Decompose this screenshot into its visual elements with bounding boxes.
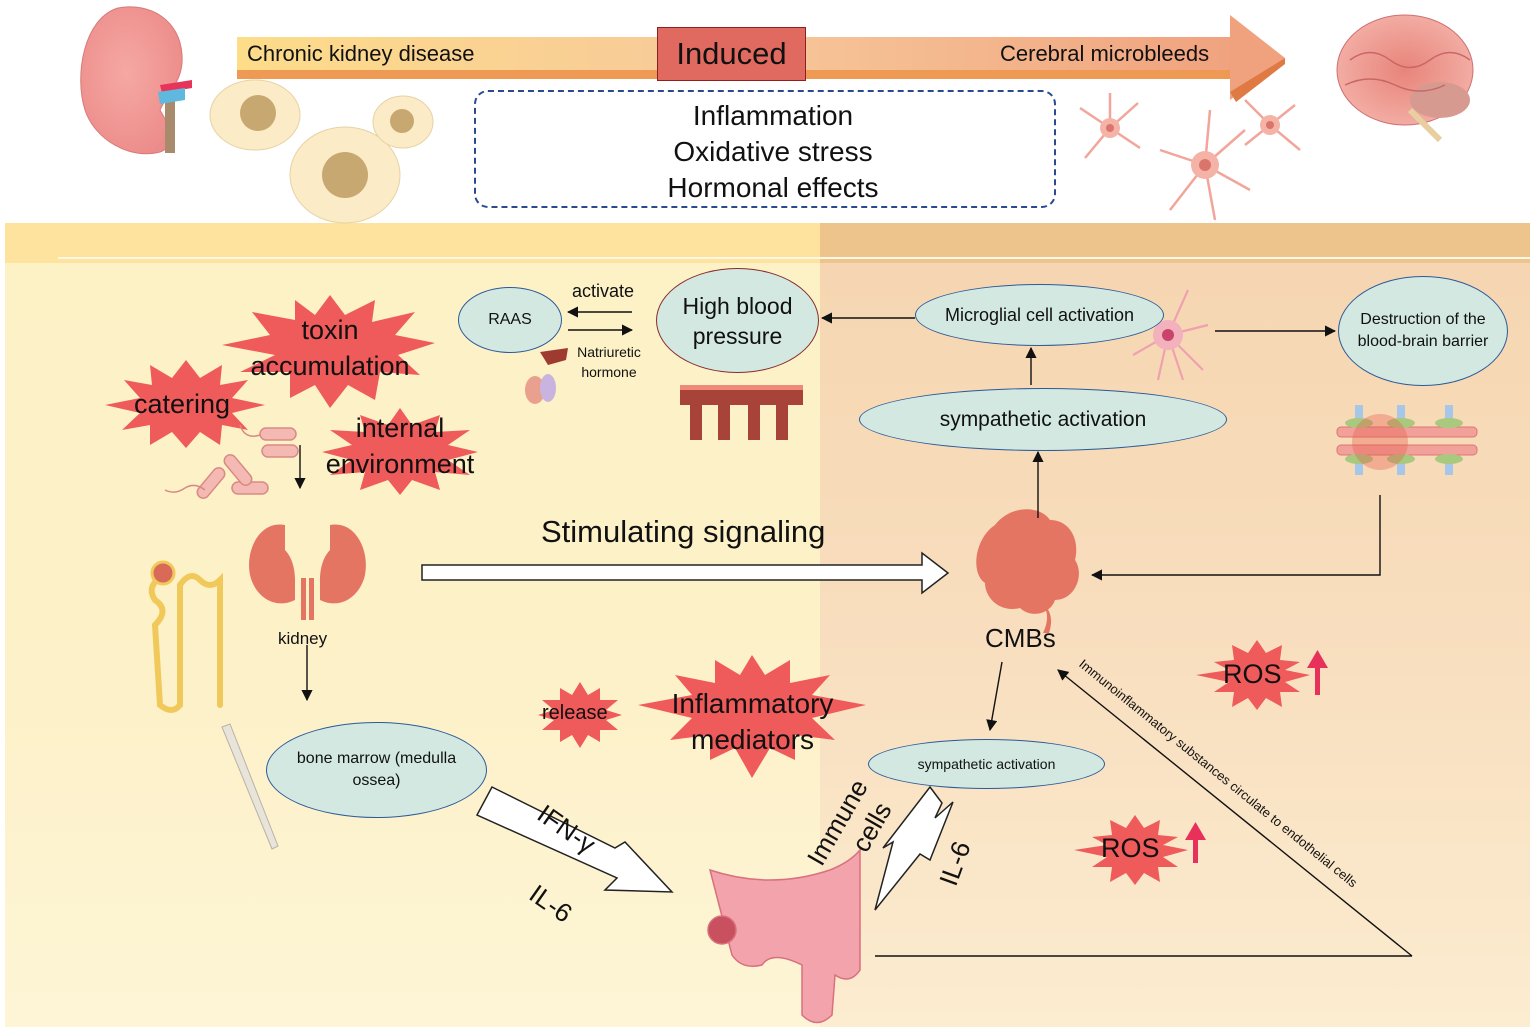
mechanisms-box (474, 90, 1056, 208)
colon-illustration (707, 847, 861, 1024)
inflammatory-mediators-label: Inflammatory mediators (650, 686, 855, 758)
activate-label: activate (572, 281, 635, 301)
induced-label: Induced (676, 36, 787, 71)
symp-to-colon-arrow (874, 785, 954, 911)
mechanism-item: Oxidative stress (673, 136, 873, 167)
ckd-panel-header-band (5, 223, 820, 263)
blood-brain-barrier-icon (1336, 405, 1478, 475)
cmbs-label: CMBs (985, 623, 1056, 653)
bbb-line2: blood-brain barrier (1357, 333, 1489, 350)
toxin-accumulation-label: toxin accumulation (230, 312, 430, 384)
mechanism-item: Inflammation (692, 100, 854, 131)
header-divider-line (58, 257, 1530, 259)
arrow-cmb-to-symp-bottom (986, 661, 1003, 732)
bone-marrow-line1: bone marrow (medulla (296, 750, 457, 767)
mechanisms-list: Inflammation Oxidative stress Hormonal e… (474, 98, 1072, 206)
brain-illustration (1336, 14, 1474, 143)
neuron-cells-top (1079, 93, 1301, 221)
ros-label-bottom: ROS (1101, 833, 1160, 863)
arrow-loop-diagonal (1057, 669, 1413, 957)
internal-environment-label: internal environment (310, 410, 490, 482)
burst-release (538, 682, 622, 748)
burst-inflammatory (638, 655, 866, 778)
neuron-bodies-top (1100, 115, 1280, 179)
induced-box: Induced (657, 27, 806, 81)
stimulating-signaling-label: Stimulating signaling (541, 514, 826, 549)
adrenal-gland-icon (525, 348, 568, 404)
kidneys-icon (249, 524, 366, 620)
kidney-illustration (80, 6, 192, 155)
toxin-line: toxin (301, 315, 359, 345)
mechanism-item: Hormonal effects (667, 172, 879, 203)
bone-marrow-node: bone marrow (medulla ossea) (266, 722, 487, 818)
burst-catering (105, 360, 265, 448)
inflammatory-line: Inflammatory (671, 688, 834, 719)
burst-internal (322, 408, 478, 495)
accumulation-line: accumulation (250, 351, 410, 381)
ckd-label: Chronic kidney disease (247, 41, 475, 66)
marrow-to-colon-arrow (475, 786, 674, 893)
burst-ros-bottom (1074, 815, 1188, 885)
bone-icon (221, 723, 279, 850)
cmb-panel-header-band (820, 223, 1530, 263)
kidney-label: kidney (278, 629, 328, 648)
high-blood-line: High blood (682, 292, 793, 319)
pressure-line: pressure (692, 322, 783, 349)
bbb-line1: Destruction of the (1360, 311, 1486, 328)
adipocyte-cells (209, 79, 434, 224)
mediators-line: mediators (691, 724, 814, 755)
cmb-label: Cerebral microbleeds (1000, 41, 1210, 66)
sympathetic-top-label: sympathetic activation (939, 407, 1147, 431)
connector-arrows (294, 306, 1413, 957)
microglial-activation-node: Microglial cell activation (915, 284, 1164, 346)
catering-label: catering (134, 389, 231, 419)
bone-marrow-line2: ossea) (352, 772, 401, 789)
ros-increase-arrows (1185, 650, 1328, 863)
stimulating-signaling-arrow (421, 551, 950, 595)
microglial-label: Microglial cell activation (944, 304, 1135, 325)
burst-toxin (222, 295, 435, 408)
high-blood-pressure-node: High blood pressure (656, 268, 819, 373)
burst-ros-top (1196, 640, 1310, 710)
glomerulus-icon (150, 560, 176, 586)
blood-vessel-icon (680, 385, 803, 440)
nephron-icon (148, 572, 223, 713)
raas-node: RAAS (458, 287, 562, 353)
sympathetic-activation-bottom-node: sympathetic activation (868, 739, 1105, 789)
bbb-destruction-node: Destruction of the blood-brain barrier (1338, 276, 1508, 386)
arrow-bbb-to-cmb (1090, 495, 1381, 581)
hormone-line: hormone (581, 364, 637, 380)
sympathetic-activation-top-node: sympathetic activation (859, 388, 1227, 451)
cmb-brain-icon (976, 509, 1079, 633)
bacteria-illustration (164, 424, 299, 499)
ros-label-top: ROS (1223, 659, 1282, 689)
raas-label: RAAS (488, 311, 532, 328)
burst-shapes (105, 295, 1310, 885)
environment-line: environment (325, 449, 475, 479)
natriuretic-line: Natriuretic (577, 344, 641, 360)
release-label: release (542, 702, 608, 724)
natriuretic-hormone-label: Natriuretic hormone (567, 342, 651, 382)
sympathetic-bottom-label: sympathetic activation (917, 756, 1056, 772)
internal-line: internal (355, 413, 445, 443)
microglial-cell-body (1153, 320, 1183, 350)
